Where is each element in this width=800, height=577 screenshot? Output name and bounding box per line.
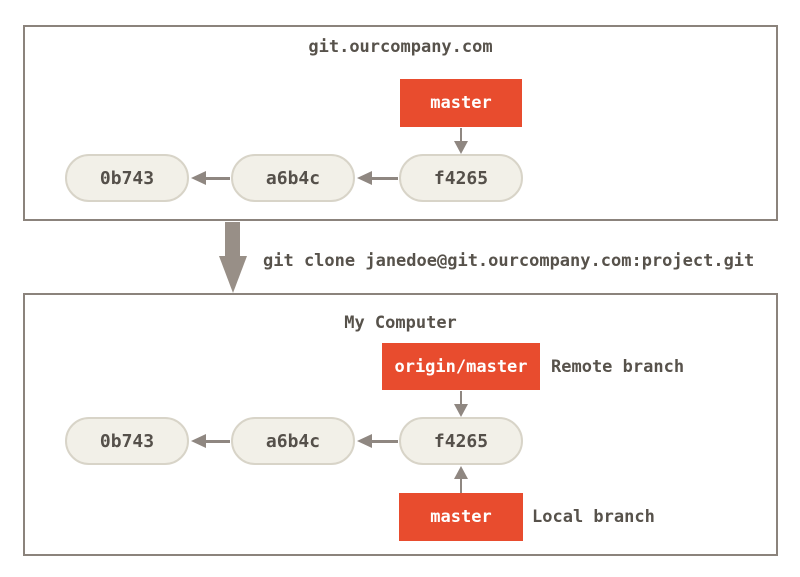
remote-branch-annotation: Remote branch [551,356,685,377]
arrow-left-icon [191,434,206,448]
arrow-left-icon [357,171,372,185]
commit-arrow-icon [206,177,230,180]
commit-node-local-a6b4c: a6b4c [231,417,355,465]
commit-arrow-icon [206,440,230,443]
commit-node-server-0b743: 0b743 [65,154,189,202]
branch-pointer-arrow-icon [459,479,463,493]
branch-label-server-master: master [400,79,522,127]
branch-pointer-arrow-icon [459,128,463,141]
commit-node-server-a6b4c: a6b4c [231,154,355,202]
computer-box [23,293,778,556]
arrow-down-icon [454,404,468,417]
arrow-left-icon [191,171,206,185]
server-box-title: git.ourcompany.com [308,37,493,57]
commit-arrow-icon [372,440,398,443]
commit-node-local-0b743: 0b743 [65,417,189,465]
clone-command-text: git clone janedoe@git.ourcompany.com:pro… [263,251,755,271]
arrow-up-icon [454,466,468,479]
branch-label-local-master: master [399,493,523,541]
clone-arrow-shaft [225,222,240,256]
arrow-left-icon [357,434,372,448]
branch-label-origin-master: origin/master [382,343,540,390]
local-branch-annotation: Local branch [532,507,655,527]
clone-arrow-icon [218,256,247,293]
commit-node-server-f4265: f4265 [399,154,523,202]
arrow-down-icon [454,141,468,154]
commit-arrow-icon [372,177,398,180]
computer-box-title: My Computer [344,313,457,333]
branch-pointer-arrow-icon [459,391,463,404]
commit-node-local-f4265: f4265 [399,417,523,465]
server-box [23,25,778,221]
